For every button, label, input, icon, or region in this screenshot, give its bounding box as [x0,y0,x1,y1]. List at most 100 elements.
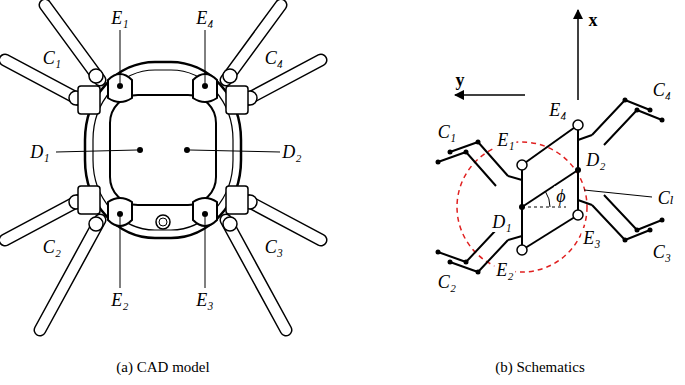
leg-tube [40,220,100,330]
dot [137,147,143,153]
leader-line [120,30,121,83]
part-label: C₄ [263,48,285,68]
part-label: D₂ [280,142,303,162]
part-label: C₃ [263,237,285,257]
part-label: C₂ [436,272,458,292]
part-label: E₁ [495,130,516,150]
dot [623,238,628,243]
part-label: D₁ [28,142,51,162]
part-label: D₁ [490,212,513,232]
bracket [78,86,100,114]
joint [89,69,103,83]
leg-tube [40,220,100,330]
dot [476,140,481,145]
joint-circle [573,210,583,220]
caption: (b) Schematics [493,359,587,376]
part-label: E₃ [194,290,215,310]
leader-line [584,190,652,197]
leader-lines [56,30,280,288]
bracket [226,86,248,114]
platform-edge [508,236,522,240]
dot [660,218,665,223]
platform-joints [517,120,583,255]
platform-edge [522,215,578,250]
leg-tube [226,5,281,80]
leg-tubes [5,5,321,330]
joint-circle [517,160,527,170]
dot [648,108,653,113]
housing-outer [85,62,241,238]
part-label: C₃ [651,242,673,262]
joint [89,217,103,231]
part-label: E₄ [194,8,215,28]
part-label: E₃ [581,228,602,248]
joint [223,217,237,231]
dot [117,83,123,89]
dot [436,160,441,165]
leader-line [190,150,280,152]
leg-tube [5,200,80,240]
part-label: E₂ [109,290,130,310]
leader-line [56,150,137,152]
leg-tube [226,220,286,330]
leg-links [438,100,662,272]
dot [448,260,453,265]
dot [184,147,190,153]
platform-edge [522,125,578,165]
part-label: Cₗ [656,188,676,208]
joint-circle [573,120,583,130]
reference-line [522,207,566,208]
leg-tube [226,220,286,330]
dot [623,98,628,103]
leg-link [604,110,662,145]
leg-tube [246,200,321,240]
dot [117,211,123,217]
joint-circle [517,245,527,255]
part-label: E₁ [109,8,130,28]
leg-link [438,230,496,262]
bracket [78,186,100,214]
leg-tube [5,200,80,240]
leg-link [592,100,650,135]
leg-tube [45,5,100,80]
bracket [226,186,248,214]
angle-label: ϕ [554,186,567,206]
y-axis-arrow [455,94,525,96]
leg-tube [45,5,100,80]
leader-line [205,30,206,83]
dot [575,167,581,173]
platform-edge [522,170,578,207]
part-label: C₁ [436,122,458,142]
workspace-circle [457,142,587,272]
leader-line [205,217,206,288]
part-label: E₄ [547,100,568,120]
dot [635,228,640,233]
angle-arc [545,192,550,208]
hub-ring [156,215,170,229]
leg-link [438,152,496,186]
part-label: E₂ [494,260,515,280]
dot [202,211,208,217]
dot [448,150,453,155]
dot [464,260,469,265]
leader-line [120,217,121,288]
dot [635,108,640,113]
dot [648,228,653,233]
dot [660,118,665,123]
axis-label: y [454,70,467,90]
platform-edge [508,176,522,180]
part-label: C₁ [41,48,63,68]
leg-tube [246,200,321,240]
caption: (a) CAD model [114,359,211,376]
dot [519,204,525,210]
link-dots [436,98,665,275]
joint [223,69,237,83]
axis-label: x [587,10,600,30]
platform [508,125,592,250]
dot [202,83,208,89]
platform-edge [578,200,592,205]
platform-edge [578,135,592,140]
x-axis-arrow [577,10,579,100]
part-label: D₂ [584,150,607,170]
